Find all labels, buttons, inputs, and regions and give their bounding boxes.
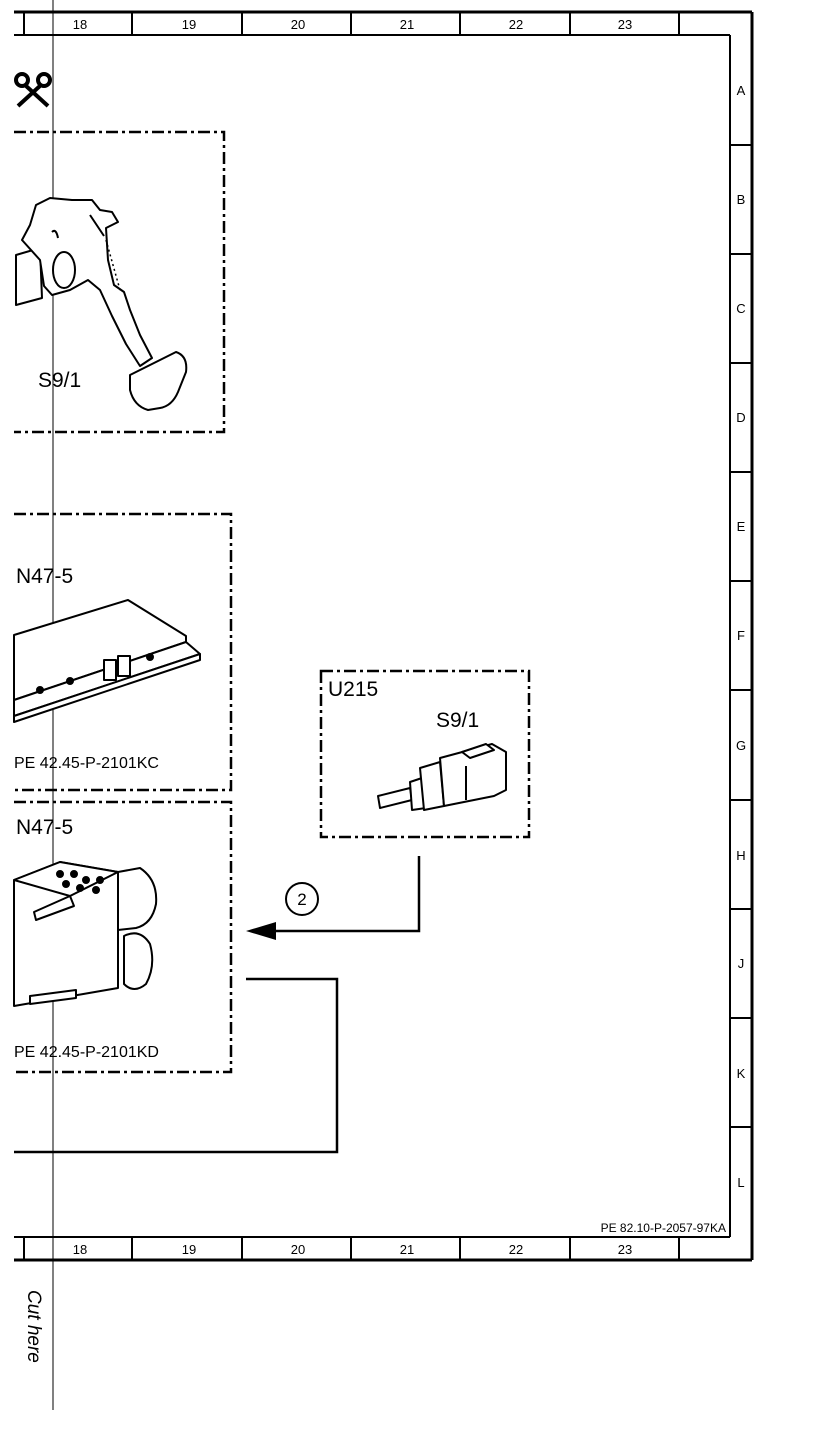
- column-label-21: 21: [400, 17, 414, 32]
- row-label-A: A: [737, 83, 746, 98]
- cut-here-label: Cut here: [23, 1290, 44, 1363]
- stop-lamp-switch-icon: [377, 743, 507, 811]
- callout-number: 2: [297, 890, 306, 909]
- connection-arrowhead: [246, 922, 276, 940]
- column-label-19: 19: [182, 17, 196, 32]
- column-label-19-bottom: 19: [182, 1242, 196, 1257]
- column-label-20-bottom: 20: [291, 1242, 305, 1257]
- row-label-C: C: [736, 301, 745, 316]
- scissors-icon: [14, 72, 52, 108]
- module-kc-label: N47-5: [16, 565, 73, 588]
- column-label-23-bottom: 23: [618, 1242, 632, 1257]
- column-label-22: 22: [509, 17, 523, 32]
- column-label-21-bottom: 21: [400, 1242, 414, 1257]
- row-label-K: K: [737, 1066, 746, 1081]
- row-label-F: F: [737, 628, 745, 643]
- sheet-reference: PE 82.10-P-2057-97KA: [601, 1221, 726, 1235]
- row-label-B: B: [737, 192, 746, 207]
- row-label-H: H: [736, 848, 745, 863]
- hydraulic-unit-icon: [13, 861, 158, 1007]
- row-label-J: J: [738, 956, 745, 971]
- column-label-23: 23: [618, 17, 632, 32]
- module-kc-ref: PE 42.45-P-2101KC: [14, 755, 159, 772]
- u215-label: U215: [328, 678, 378, 701]
- sheet-frame: [14, 10, 754, 1262]
- u215-component-box: U215 S9/1: [319, 669, 531, 839]
- module-kd-label: N47-5: [16, 816, 73, 839]
- control-module-icon: [13, 599, 201, 723]
- wiring-lines: [14, 856, 421, 1154]
- pedal-label: S9/1: [38, 369, 81, 392]
- pedal-component-box: S9/1: [14, 130, 226, 434]
- column-label-22-bottom: 22: [509, 1242, 523, 1257]
- module-kd-box: N47-5 PE 42.45-P-2101KD: [13, 800, 233, 1074]
- u215-sublabel: S9/1: [436, 709, 479, 732]
- module-kd-ref: PE 42.45-P-2101KD: [14, 1044, 159, 1061]
- row-label-D: D: [736, 410, 745, 425]
- row-label-E: E: [737, 519, 746, 534]
- callout-2: 2: [285, 882, 319, 916]
- row-label-G: G: [736, 738, 746, 753]
- column-label-18: 18: [73, 17, 87, 32]
- module-kc-box: N47-5 PE 42.45-P-2101KC: [13, 512, 233, 792]
- brake-pedal-icon: [15, 197, 188, 411]
- column-label-18-bottom: 18: [73, 1242, 87, 1257]
- column-label-20: 20: [291, 17, 305, 32]
- row-label-L: L: [737, 1175, 744, 1190]
